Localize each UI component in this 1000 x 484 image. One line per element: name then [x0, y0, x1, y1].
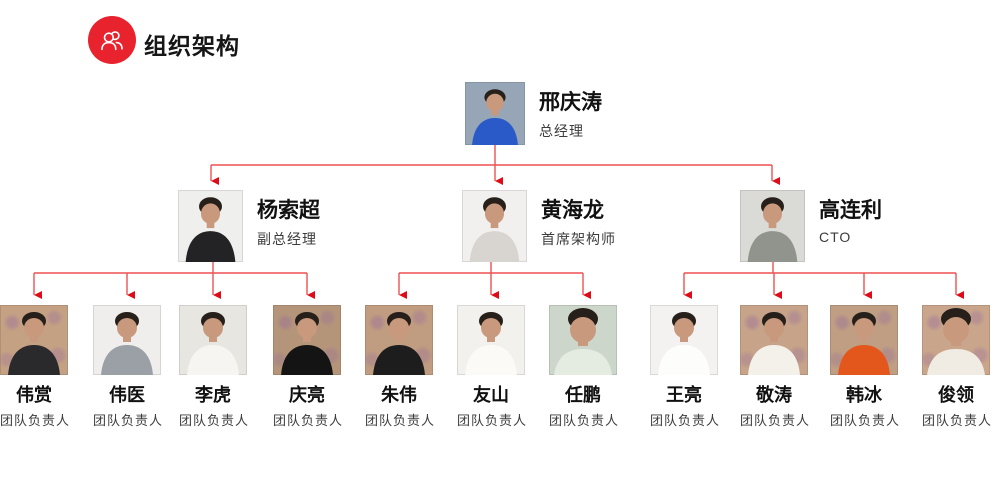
photo-leaf: [922, 305, 990, 375]
person-name: 敬涛: [756, 385, 792, 405]
person-name: 高连利: [819, 199, 882, 222]
person-name: 任鹏: [565, 385, 601, 405]
person-title: 团队负责人: [830, 413, 901, 428]
org-node-leaf: 李虎 团队负责人: [179, 305, 250, 429]
person-title: 团队负责人: [273, 413, 344, 428]
person-name: 韩冰: [846, 385, 882, 405]
org-node-leaf: 任鹏 团队负责人: [549, 305, 620, 429]
person-title: 团队负责人: [365, 413, 436, 428]
person-name: 邢庆涛: [539, 91, 602, 114]
person-name: 俊领: [938, 385, 974, 405]
photo-leaf: [650, 305, 718, 375]
person-title: 团队负责人: [93, 413, 164, 428]
person-title: 总经理: [539, 123, 584, 139]
person-title: 首席架构师: [541, 231, 616, 247]
person-name: 杨索超: [257, 199, 320, 222]
photo-gao: [740, 190, 805, 262]
group-icon: [88, 16, 136, 64]
photo-leaf: [830, 305, 898, 375]
org-node-leaf: 伟赏 团队负责人: [0, 305, 71, 429]
org-node-yang: 杨索超 副总经理: [178, 190, 320, 262]
person-title: CTO: [819, 229, 852, 245]
org-node-leaf: 伟医 团队负责人: [93, 305, 164, 429]
person-title: 团队负责人: [179, 413, 250, 428]
org-node-leaf: 敬涛 团队负责人: [740, 305, 811, 429]
person-title: 团队负责人: [740, 413, 811, 428]
page-title: 组织架构: [144, 33, 240, 59]
photo-leaf: [549, 305, 617, 375]
person-name: 伟医: [109, 385, 145, 405]
photo-yang: [178, 190, 243, 262]
org-node-leaf: 俊领 团队负责人: [922, 305, 993, 429]
person-title: 团队负责人: [650, 413, 721, 428]
person-title: 副总经理: [257, 231, 317, 247]
photo-huang: [462, 190, 527, 262]
photo-leaf: [93, 305, 161, 375]
photo-leaf: [0, 305, 68, 375]
photo-root: [465, 82, 525, 145]
person-name: 李虎: [195, 385, 231, 405]
photo-leaf: [179, 305, 247, 375]
org-node-huang: 黄海龙 首席架构师: [462, 190, 615, 262]
person-name: 朱伟: [381, 385, 417, 405]
person-name: 伟赏: [16, 385, 52, 405]
org-node-leaf: 韩冰 团队负责人: [830, 305, 901, 429]
photo-leaf: [740, 305, 808, 375]
org-node-leaf: 庆亮 团队负责人: [273, 305, 344, 429]
person-title: 团队负责人: [457, 413, 528, 428]
person-title: 团队负责人: [549, 413, 620, 428]
org-node-leaf: 朱伟 团队负责人: [365, 305, 436, 429]
photo-leaf: [457, 305, 525, 375]
person-name: 黄海龙: [541, 199, 604, 222]
person-title: 团队负责人: [922, 413, 993, 428]
org-node-leaf: 友山 团队负责人: [457, 305, 528, 429]
person-title: 团队负责人: [0, 413, 71, 428]
photo-leaf: [273, 305, 341, 375]
person-name: 友山: [473, 385, 509, 405]
photo-leaf: [365, 305, 433, 375]
org-node-gao: 高连利 CTO: [740, 190, 882, 262]
org-node-root: 邢庆涛 总经理: [465, 82, 602, 145]
org-node-leaf: 王亮 团队负责人: [650, 305, 721, 429]
person-name: 庆亮: [289, 385, 325, 405]
person-name: 王亮: [666, 385, 702, 405]
